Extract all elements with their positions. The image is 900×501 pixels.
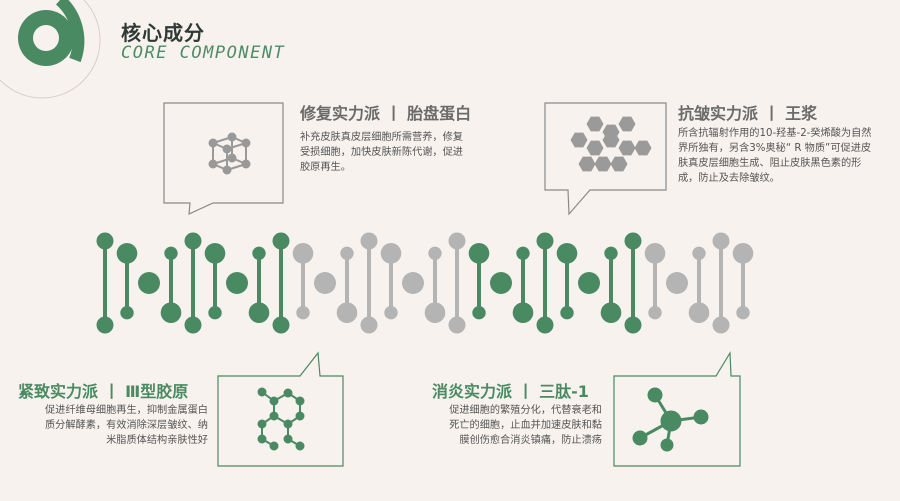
dna-node — [204, 243, 226, 264]
dna-node — [360, 316, 378, 334]
dna-node — [468, 243, 490, 264]
hex-cell — [570, 132, 588, 148]
hex-cell — [602, 132, 620, 148]
dna-node — [536, 316, 554, 334]
hex-cell — [618, 140, 636, 156]
dna-node — [248, 302, 270, 323]
dna-node — [712, 232, 730, 250]
dna-node — [164, 246, 178, 261]
dna-node — [600, 302, 622, 323]
dna-node — [336, 302, 358, 323]
dna-node — [578, 272, 600, 294]
dna-node — [648, 305, 662, 320]
dna-node — [448, 316, 466, 334]
dna-node — [448, 232, 466, 250]
page-title: 核心成分 — [121, 21, 205, 45]
dna-node — [732, 243, 754, 264]
dna-node — [604, 246, 618, 261]
page-subtitle: CORE COMPONENT — [121, 43, 286, 63]
dna-node — [96, 232, 114, 250]
dna-node — [424, 302, 446, 323]
dna-node — [120, 305, 134, 320]
dna-node — [340, 246, 354, 261]
dna-node — [688, 302, 710, 323]
dna-node — [116, 243, 138, 264]
dna-node — [536, 232, 554, 250]
dna-node — [226, 272, 248, 294]
hex-cell — [610, 156, 628, 172]
dna-node — [402, 272, 424, 294]
dna-node — [380, 243, 402, 264]
card-3-heading: 紧致实力派 丨 Ⅲ型胶原 — [18, 382, 189, 401]
dna-node — [736, 305, 750, 320]
dna-node — [428, 246, 442, 261]
dna-node — [712, 316, 730, 334]
dna-node — [624, 316, 642, 334]
dna-node — [319, 277, 331, 289]
dna-node — [360, 232, 378, 250]
dna-node — [292, 243, 314, 264]
dna-node — [143, 277, 155, 289]
dna-node — [624, 232, 642, 250]
callout-box-3 — [217, 351, 344, 467]
dna-node — [96, 316, 114, 334]
dna-node — [384, 305, 398, 320]
dna-node — [512, 302, 534, 323]
dna-node — [560, 305, 574, 320]
dna-node — [472, 305, 486, 320]
dna-node — [272, 316, 290, 334]
card-2-text: 所含抗辐射作用的10-羟基-2-癸烯酸为自然界所独有，另含3%奥秘“ R 物质”… — [678, 128, 872, 184]
callout-box-2 — [544, 102, 667, 216]
dna-node — [556, 243, 578, 264]
dna-node — [692, 246, 706, 261]
corner-arc — [55, 0, 85, 63]
card-3-text: 促进纤维母细胞再生，抑制金属蛋白质分解酵素，有效消除深层皱纹、纳米脂质体结构亲肤… — [45, 405, 208, 446]
dna-node — [184, 232, 202, 250]
hex-cell — [586, 140, 604, 156]
dna-node — [495, 277, 507, 289]
dna-node — [160, 302, 182, 323]
dna-node — [644, 243, 666, 264]
card-4-text: 促进细胞的繁殖分化，代替衰老和死亡的细胞，止血并加速皮肤和黏膜创伤愈合消炎镇痛，… — [449, 405, 602, 446]
card-1-text: 补充皮肤真皮层细胞所需营养，修复受损细胞，加快皮肤新陈代谢，促进胶原再生。 — [300, 132, 463, 173]
card-2-heading: 抗皱实力派 丨 王浆 — [678, 104, 818, 123]
card-4-heading: 消炎实力派 丨 三肽-1 — [432, 382, 589, 401]
dna-node — [671, 277, 683, 289]
dna-node — [184, 316, 202, 334]
hex-cell — [586, 116, 604, 132]
dna-node — [272, 232, 290, 250]
dna-node — [252, 246, 266, 261]
hex-cell — [634, 140, 652, 156]
card-1-heading: 修复实力派 丨 胎盘蛋白 — [300, 104, 472, 123]
hex-cell — [618, 116, 636, 132]
hex-cell — [578, 156, 596, 172]
corner-thin-ring — [0, 0, 101, 99]
hex-cell — [594, 156, 612, 172]
callout-box-4 — [613, 351, 741, 467]
callout-box-1 — [163, 102, 284, 215]
dna-node — [208, 305, 222, 320]
dna-node — [296, 305, 310, 320]
dna-node — [516, 246, 530, 261]
